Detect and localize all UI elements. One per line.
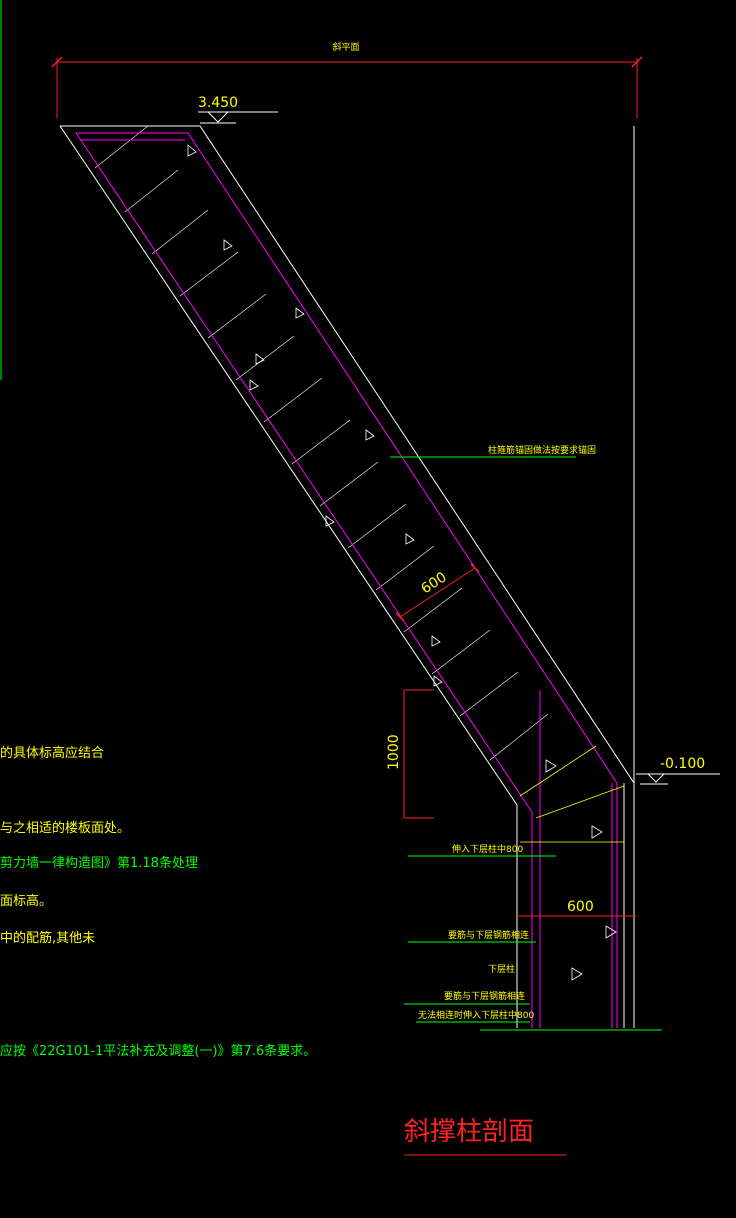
concrete-hatch <box>187 144 617 981</box>
column-width-label: 600 <box>567 899 594 915</box>
strut-outline <box>59 125 635 1028</box>
left-note-6: 应按《22G101-1平法补充及调整(一)》第7.6条要求。 <box>0 1043 316 1059</box>
callout-connect-lower-2: 要筋与下层钢筋相连 <box>444 990 525 1002</box>
drawing-title: 斜撑柱剖面 <box>404 1117 534 1147</box>
top-dimension-label: 斜平面 <box>332 41 359 53</box>
callout-no-connect-extend: 无法相连时伸入下层柱中800 <box>418 1009 534 1021</box>
left-note-4: 面标高。 <box>0 893 52 909</box>
left-note-5: 中的配筋,其他未 <box>0 930 95 946</box>
callout-extend-into-column: 伸入下层柱中800 <box>452 843 523 855</box>
drawing-title-block: 斜撑柱剖面 <box>404 1117 566 1156</box>
vertical-dimension: 1000 <box>386 689 434 819</box>
leader-lines <box>390 456 662 1031</box>
elevation-marker-top: 3.450 <box>198 95 278 124</box>
left-note-3: 剪力墙一律构造图》第1.18条处理 <box>0 855 198 871</box>
callout-connect-lower-1: 要筋与下层钢筋相连 <box>448 929 529 941</box>
break-lines <box>519 745 625 843</box>
left-note-1: 的具体标高应结合 <box>0 745 104 761</box>
callout-lower-column: 下层柱 <box>488 963 515 975</box>
elevation-marker-bottom: -0.100 <box>636 756 720 785</box>
section-width-dimension: 600 <box>395 563 480 622</box>
left-note-2: 与之相适的楼板面处。 <box>0 820 130 836</box>
callout-anchor-note: 柱箍筋锚固做法按要求锚固 <box>488 444 596 456</box>
section-width-label: 600 <box>418 569 449 597</box>
strut-ties <box>94 125 549 761</box>
elevation-top-label: 3.450 <box>198 95 238 111</box>
vertical-dimension-label: 1000 <box>386 734 402 770</box>
column-width-dimension: 600 <box>517 899 636 917</box>
elevation-bottom-label: -0.100 <box>660 756 705 772</box>
top-dimension: 斜平面 <box>51 41 643 118</box>
strut-rebar <box>75 132 618 1028</box>
